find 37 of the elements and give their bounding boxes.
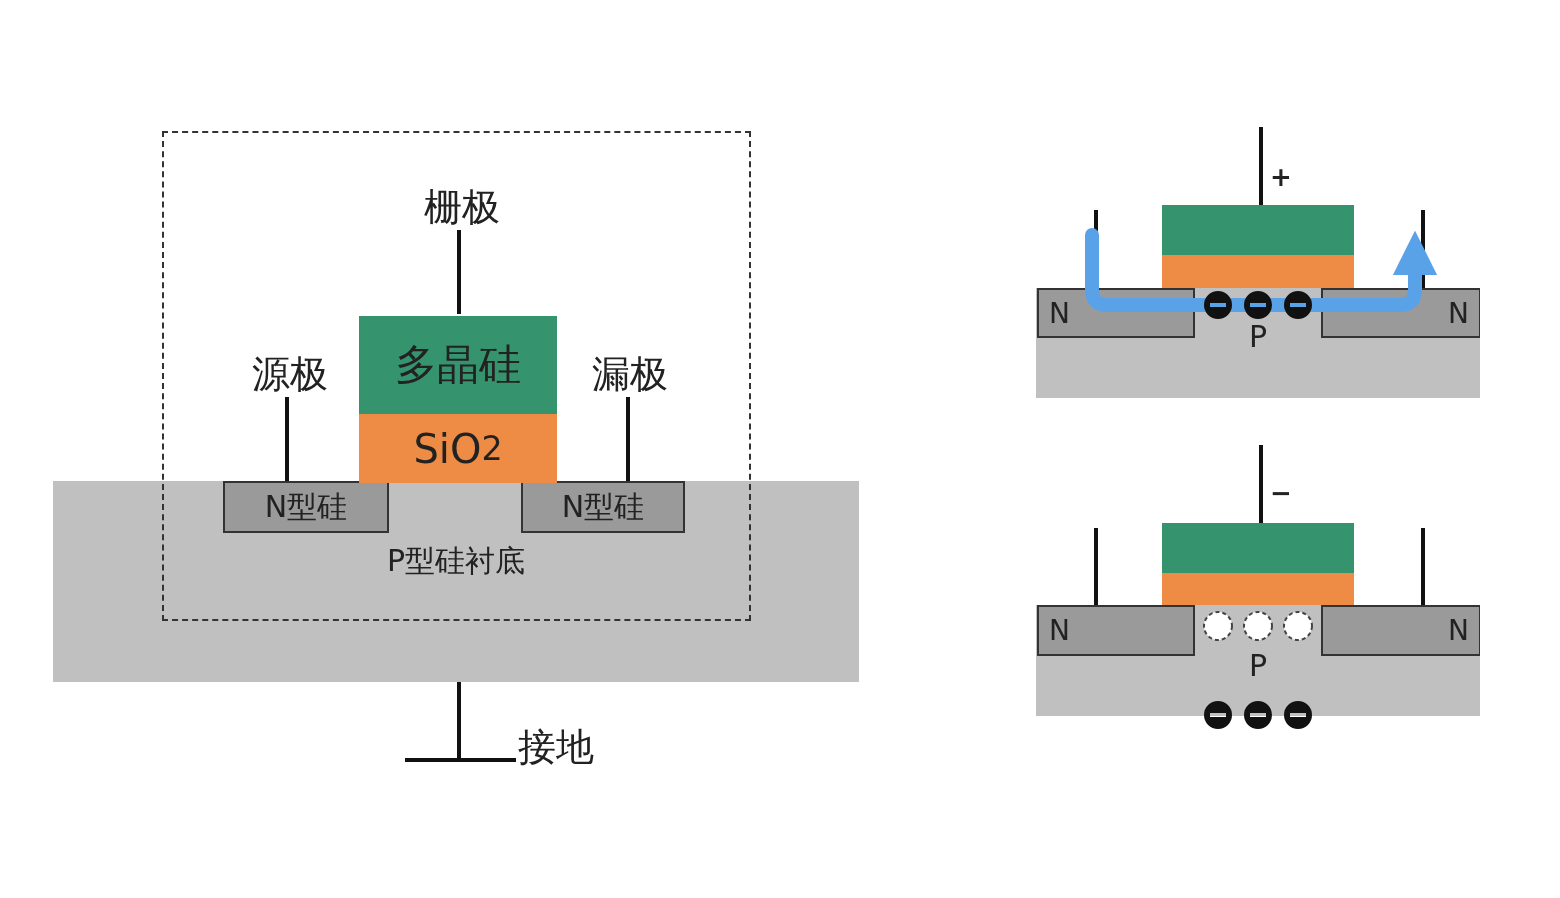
- substrate-layer: [53, 481, 859, 682]
- polarity-sign: −: [1270, 478, 1292, 508]
- terminal-label: 接地: [516, 725, 596, 769]
- n-region: [1321, 605, 1480, 656]
- substrate-layer: [1036, 605, 1480, 716]
- region-label: P: [1247, 646, 1269, 685]
- layer-label: N型硅: [560, 487, 646, 526]
- n-region: [1037, 605, 1195, 656]
- leader-line: [457, 230, 461, 314]
- oxide-layer: [359, 414, 557, 483]
- terminal-label: 源极: [240, 349, 340, 399]
- n-region: [223, 481, 389, 533]
- polysilicon-layer: [359, 316, 557, 414]
- terminal-label: 漏极: [580, 349, 680, 399]
- leader-line: [285, 397, 289, 481]
- polarity-sign: +: [1270, 162, 1292, 192]
- oxide-layer: [1162, 573, 1354, 605]
- layer-label: N型硅: [263, 487, 349, 526]
- layer-label: N: [1447, 613, 1470, 649]
- current-arrow: [1085, 228, 1438, 312]
- n-region: [521, 481, 685, 533]
- leader-line: [626, 397, 630, 481]
- layer-label: N: [1048, 295, 1071, 332]
- region-label: P: [1247, 317, 1269, 356]
- terminal-lead: [1421, 528, 1425, 605]
- terminal-lead: [1259, 445, 1263, 523]
- terminal-label: 栅极: [412, 182, 512, 232]
- oxide-layer: [1162, 255, 1354, 288]
- leader-line: [457, 682, 516, 762]
- layer-label: N: [1447, 295, 1470, 332]
- terminal-lead: [1094, 528, 1098, 605]
- polysilicon-layer: [1162, 205, 1354, 255]
- layer-label: 多晶硅: [394, 339, 522, 391]
- polysilicon-layer: [1162, 523, 1354, 573]
- layer-label: N: [1048, 613, 1071, 649]
- region-label: P型硅衬底: [385, 541, 527, 580]
- terminal-lead: [1259, 127, 1263, 205]
